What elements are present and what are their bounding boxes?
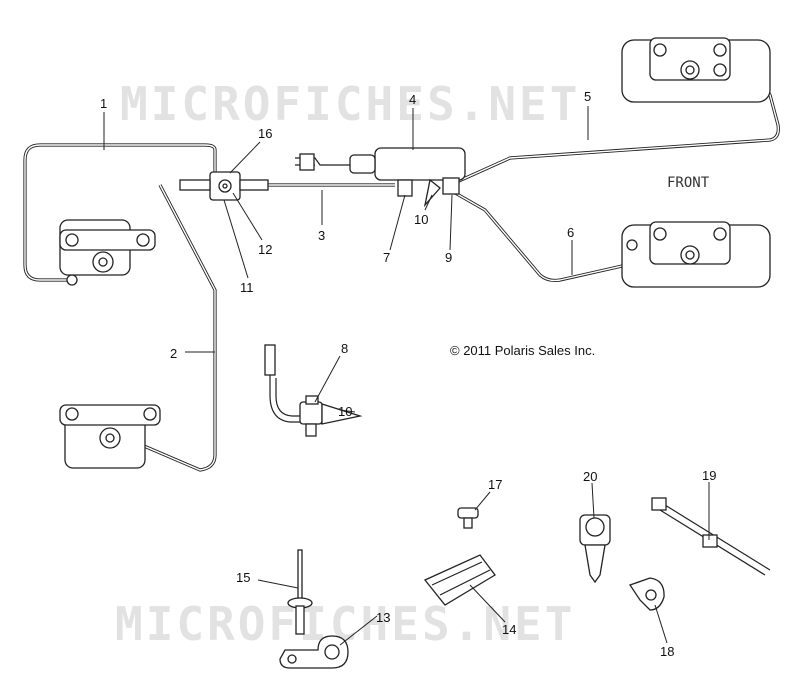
front-caliper-upper <box>621 37 771 103</box>
callout-13: 13 <box>376 610 390 625</box>
brake-line-6 <box>449 188 666 283</box>
callout-14: 14 <box>502 622 516 637</box>
callout-15: 15 <box>236 570 250 585</box>
callout-11: 11 <box>240 280 254 295</box>
callout-10-a: 10 <box>414 212 428 227</box>
callout-2: 2 <box>170 346 177 361</box>
callout-10-b: 10 <box>338 404 352 419</box>
brake-line-2 <box>129 184 217 472</box>
switch-assembly <box>264 344 363 437</box>
callout-4: 4 <box>409 92 416 107</box>
clip-14 <box>423 554 496 606</box>
orientation-label: FRONT <box>667 175 710 191</box>
callout-1: 1 <box>100 96 107 111</box>
callout-20: 20 <box>583 469 597 484</box>
master-cylinder <box>295 147 466 208</box>
retainer-20 <box>579 514 611 584</box>
clip-18 <box>628 577 665 611</box>
callout-16: 16 <box>258 126 272 141</box>
cable-tie-19 <box>651 497 771 576</box>
watermark-top: MICROFICHES.NET <box>120 77 580 131</box>
rivet-15 <box>287 549 313 635</box>
callout-3: 3 <box>318 228 325 243</box>
clamp-13 <box>279 635 349 669</box>
tee-fitting <box>179 171 269 201</box>
callout-17: 17 <box>488 477 502 492</box>
callout-6: 6 <box>567 225 574 240</box>
callout-9: 9 <box>445 250 452 265</box>
callout-8: 8 <box>341 341 348 356</box>
callout-12: 12 <box>258 242 272 257</box>
callout-19: 19 <box>702 468 716 483</box>
callout-18: 18 <box>660 644 674 659</box>
rear-caliper-upper <box>59 219 156 286</box>
bolt-17 <box>457 507 479 529</box>
brake-line-1 <box>23 143 217 282</box>
callout-7: 7 <box>383 250 390 265</box>
rear-caliper-lower <box>59 404 161 469</box>
front-caliper-lower <box>621 221 771 288</box>
callout-5: 5 <box>584 89 591 104</box>
leader-lines <box>103 106 710 646</box>
copyright-notice: © 2011 Polaris Sales Inc. <box>450 343 595 358</box>
